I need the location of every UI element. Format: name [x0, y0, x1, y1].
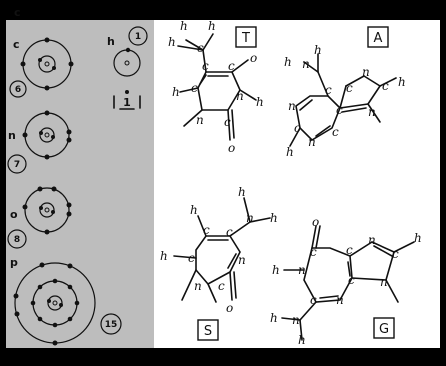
cytosine-structure: h h n h c c h c n n c o	[160, 185, 278, 315]
thymine-h2: h	[208, 19, 216, 33]
phosphorus-atom: p 15	[10, 256, 122, 346]
oxygen-number: 8	[14, 235, 20, 245]
thymine-h1: h	[180, 19, 188, 33]
cytosine-h1: h	[238, 185, 246, 199]
adenine-h1: h	[314, 43, 322, 57]
thymine-c2: c	[228, 59, 235, 73]
adenine-h2: h	[284, 55, 292, 69]
adenine-c6: c	[332, 125, 339, 139]
cytosine-n1: n	[246, 211, 254, 225]
nitrogen-label: n	[8, 129, 16, 142]
cytosine-c3: c	[188, 251, 195, 265]
cytosine-n2: n	[238, 253, 246, 267]
cytosine-h4: h	[160, 249, 168, 263]
cytosine-c4: c	[218, 279, 225, 293]
guanine-box: G	[373, 317, 395, 339]
cytosine-o1: o	[226, 301, 233, 315]
hydrogen-atom: h 1 1	[107, 26, 148, 110]
nitrogen-atom: n 7	[7, 110, 72, 174]
thymine-h4: h	[172, 85, 180, 99]
carbon-number: 6	[15, 85, 21, 95]
cytosine-h3: h	[270, 211, 278, 225]
adenine-c4: c	[336, 103, 343, 117]
guanine-c5: c	[310, 293, 317, 307]
molecules-panel	[154, 20, 440, 348]
adenine-letter: A	[374, 31, 383, 46]
phosphorus-number: 15	[105, 320, 118, 330]
atoms-panel	[6, 20, 154, 348]
adenine-h4: h	[286, 145, 294, 159]
adenine-c3: c	[382, 79, 389, 93]
carbon-symbol: c	[14, 6, 21, 19]
guanine-h2: h	[272, 263, 280, 277]
thymine-structure: h h h c c c o c h n h n c o	[168, 19, 264, 155]
thymine-letter: T	[241, 31, 250, 46]
oxygen-atom: o 8	[7, 186, 72, 249]
guanine-o1: o	[312, 215, 319, 229]
guanine-structure: o n h c c c h n c n c n h n h	[270, 215, 422, 347]
thymine-c4: c	[224, 115, 231, 129]
adenine-n4: n	[368, 105, 376, 119]
phosphorus-label: p	[10, 256, 18, 269]
adenine-c1: c	[325, 83, 332, 97]
cytosine-n3: n	[194, 279, 202, 293]
thymine-c3: c	[191, 81, 198, 95]
adenine-c2: c	[346, 81, 353, 95]
thymine-h5: h	[256, 95, 264, 109]
carbon-label: c	[13, 38, 20, 51]
adenine-n2: n	[362, 65, 370, 79]
thymine-n1: n	[236, 89, 244, 103]
adenine-structure: h h n c c n c h n c n c c n h	[284, 43, 406, 159]
thymine-box: T	[235, 26, 257, 48]
cytosine-h2: h	[190, 203, 198, 217]
hydrogen-symbol: h	[107, 35, 115, 48]
guanine-n4: n	[336, 293, 344, 307]
adenine-box: A	[367, 26, 389, 48]
guanine-c4: c	[348, 273, 355, 287]
adenine-n3: n	[288, 99, 296, 113]
adenine-c5: c	[294, 121, 301, 135]
carbon-atom: c 6	[9, 6, 74, 98]
guanine-c1: c	[310, 245, 317, 259]
adenine-h3: h	[398, 75, 406, 89]
guanine-h1: h	[414, 231, 422, 245]
oxygen-label: o	[10, 208, 18, 221]
thymine-c-methyl: c	[197, 41, 204, 55]
cytosine-c2: c	[226, 225, 233, 239]
thymine-o2: o	[228, 141, 235, 155]
nitrogen-number: 7	[14, 160, 20, 170]
hydrogen-dot-label: 1	[123, 96, 131, 109]
guanine-h4: h	[298, 333, 306, 347]
cytosine-c1: c	[203, 223, 210, 237]
guanine-c3: c	[392, 247, 399, 261]
guanine-n3: n	[380, 275, 388, 289]
adenine-n1: n	[302, 57, 310, 71]
thymine-c1: c	[202, 59, 209, 73]
cytosine-letter: S	[204, 324, 212, 339]
cytosine-box: S	[197, 319, 219, 341]
thymine-n2: n	[196, 113, 204, 127]
thymine-o1: o	[250, 51, 257, 65]
guanine-h3: h	[270, 311, 278, 325]
guanine-n2: n	[298, 263, 306, 277]
adenine-n5: n	[308, 135, 316, 149]
guanine-c2: c	[346, 243, 353, 257]
hydrogen-number: 1	[135, 32, 141, 42]
guanine-n1: n	[368, 233, 376, 247]
guanine-n5: n	[292, 313, 300, 327]
guanine-letter: G	[379, 322, 389, 337]
thymine-h3: h	[168, 35, 176, 49]
